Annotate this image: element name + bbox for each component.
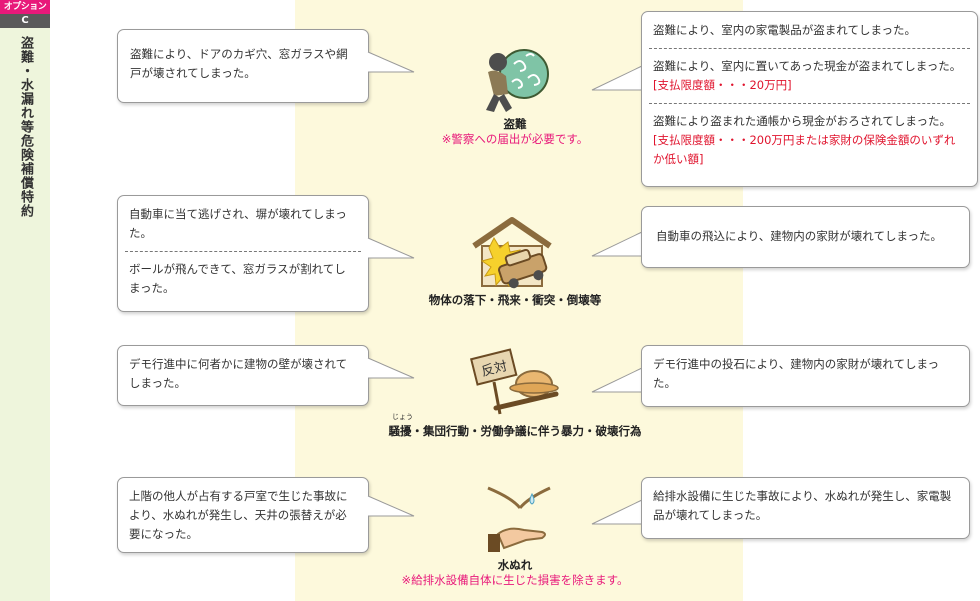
water-right-tail	[591, 499, 643, 525]
theft-left-bubble: 盗難により、ドアのカギ穴、窓ガラスや網戸が壊されてしまった。	[117, 29, 369, 103]
falling-left-item-2: ボールが飛んできて、窓ガラスが割れてしまった。	[129, 262, 346, 295]
theft-caption: 盗難	[503, 117, 527, 131]
option-letter: C	[0, 14, 50, 28]
falling-caption: 物体の落下・飛来・衝突・倒壊等	[428, 293, 602, 307]
car-crash-house-icon	[472, 217, 552, 289]
water-drip-hand-icon	[487, 486, 551, 552]
protest-sign-helmet-icon: 反対	[470, 348, 559, 415]
water-note: ※給排水設備自体に生じた損害を除きます。	[401, 573, 629, 587]
protest-sign-text: 反対	[480, 359, 509, 380]
theft-right-tail	[591, 65, 643, 91]
falling-left-bubble: 自動車に当て逃げされ、塀が壊れてしまった。 ボールが飛んできて、窓ガラスが割れて…	[117, 195, 369, 312]
riot-right-bubble: デモ行進中の投石により、建物内の家財が壊れてしまった。	[641, 345, 970, 407]
riot-left-tail	[367, 357, 415, 379]
riot-right-text: デモ行進中の投石により、建物内の家財が壊れてしまった。	[653, 357, 940, 390]
water-left-tail	[367, 495, 415, 517]
falling-right-bubble: 自動車の飛込により、建物内の家財が壊れてしまった。	[641, 206, 970, 268]
water-right-text: 給排水設備に生じた事故により、水ぬれが発生し、家電製品が壊れてしまった。	[653, 489, 952, 522]
theft-right-bubble: 盗難により、室内の家電製品が盗まれてしまった。 盗難により、室内に置いてあった現…	[641, 11, 978, 187]
water-left-text: 上階の他人が占有する戸室で生じた事故により、水ぬれが発生し、天井の張替えが必要に…	[129, 489, 348, 541]
page-title: 盗難・水漏れ等危険補償特約	[18, 36, 33, 218]
riot-left-text: デモ行進中に何者かに建物の壁が壊されてしまった。	[129, 357, 348, 390]
theft-right-item-1: 盗難により、室内の家電製品が盗まれてしまった。	[653, 23, 917, 37]
theft-note: ※警察への届出が必要です。	[441, 132, 589, 146]
water-right-bubble: 給排水設備に生じた事故により、水ぬれが発生し、家電製品が壊れてしまった。	[641, 477, 970, 539]
divider	[649, 48, 970, 49]
theft-right-item-3: 盗難により盗まれた通帳から現金がおろされてしまった。	[653, 114, 951, 128]
theft-left-text: 盗難により、ドアのカギ穴、窓ガラスや網戸が壊されてしまった。	[130, 47, 348, 80]
theft-left-tail	[367, 51, 415, 73]
option-badge: オプション	[0, 0, 50, 14]
water-left-bubble: 上階の他人が占有する戸室で生じた事故により、水ぬれが発生し、天井の張替えが必要に…	[117, 477, 369, 553]
falling-left-item-1: 自動車に当て逃げされ、塀が壊れてしまった。	[129, 207, 347, 240]
divider	[649, 103, 970, 104]
ruby-jou: じょう	[392, 413, 413, 421]
theft-cash-limit: [支払限度額・・・20万円]	[653, 78, 792, 92]
falling-right-text: 自動車の飛込により、建物内の家財が壊れてしまった。	[656, 229, 943, 243]
theft-right-item-2: 盗難により、室内に置いてあった現金が盗まれてしまった。[支払限度額・・・20万円…	[653, 59, 962, 92]
riot-left-bubble: デモ行進中に何者かに建物の壁が壊されてしまった。	[117, 345, 369, 406]
riot-caption: 騒擾・集団行動・労働争議に伴う暴力・破壊行為	[388, 424, 642, 438]
water-caption: 水ぬれ	[497, 558, 533, 572]
theft-passbook-limit: [支払限度額・・・200万円または家財の保険金額のいずれか低い額]	[653, 133, 956, 166]
riot-right-tail	[591, 367, 643, 393]
falling-left-tail	[367, 237, 415, 259]
sidebar: オプション C 盗難・水漏れ等危険補償特約	[0, 0, 50, 601]
divider	[125, 251, 361, 252]
falling-right-tail	[591, 231, 643, 257]
thief-with-sack-icon	[486, 49, 549, 112]
